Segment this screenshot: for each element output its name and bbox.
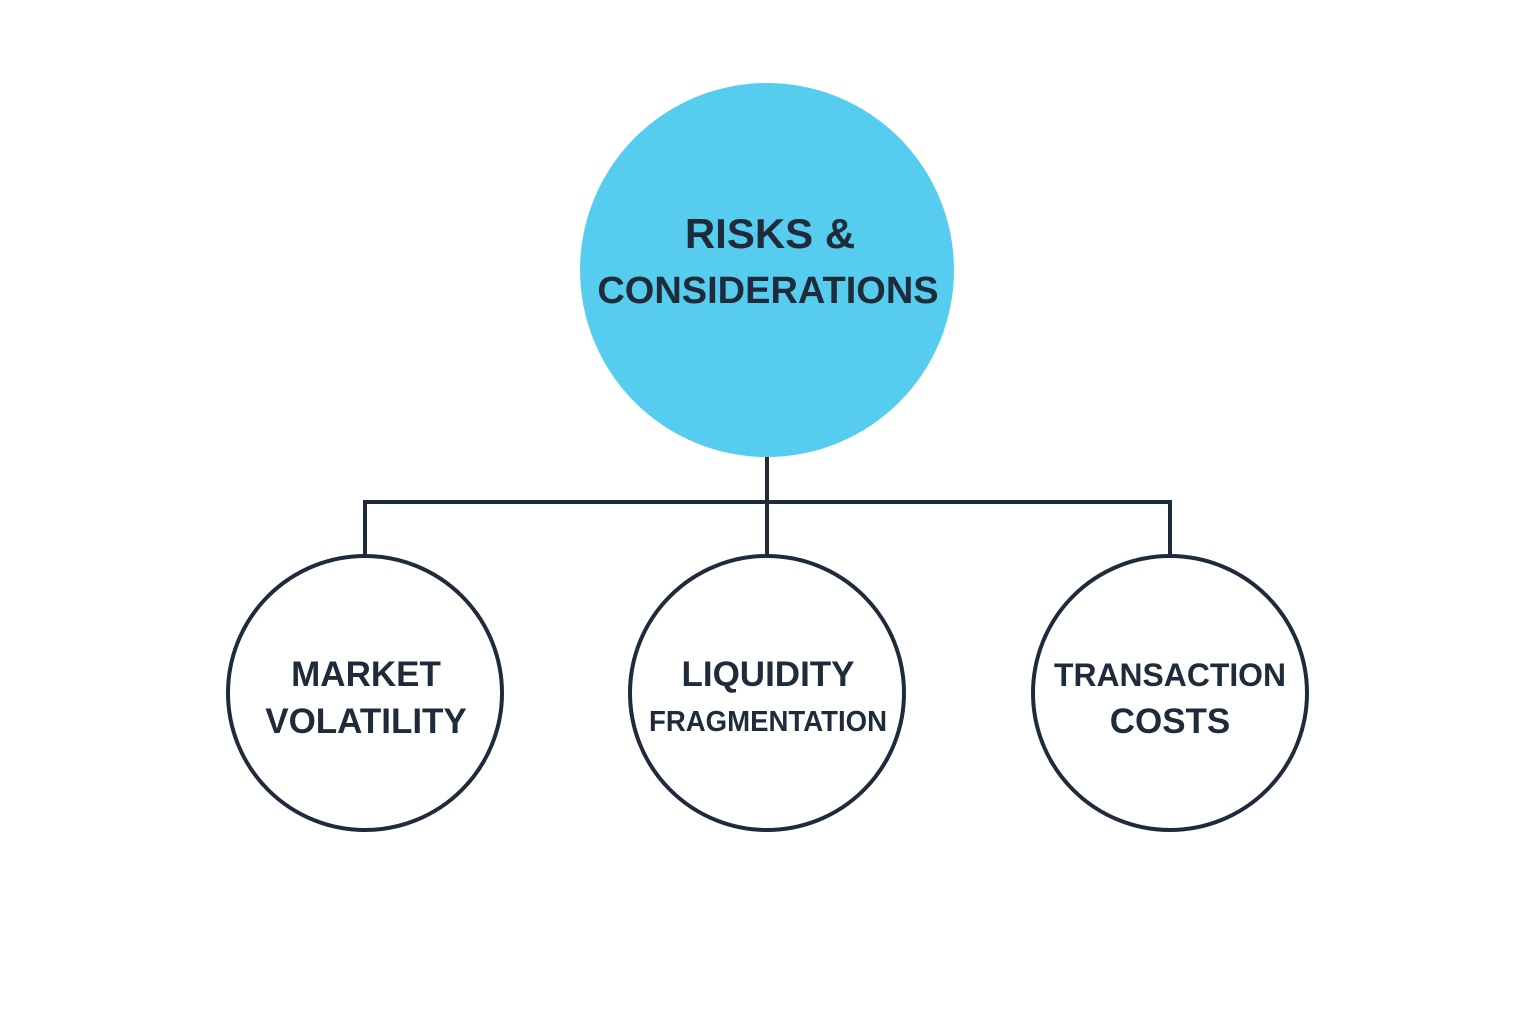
root-label-line1: RISKS & — [685, 210, 855, 257]
child-right-label-line1: TRANSACTION — [1054, 657, 1286, 693]
child-node-transaction-costs: TRANSACTION COSTS — [1031, 554, 1309, 832]
child-circle-left — [226, 554, 504, 832]
child-node-liquidity-fragmentation: LIQUIDITY FRAGMENTATION — [628, 554, 906, 832]
root-node: RISKS & CONSIDERATIONS — [580, 83, 954, 457]
child-circle-center — [628, 554, 906, 832]
child-circle-right — [1031, 554, 1309, 832]
root-circle — [580, 83, 954, 457]
child-left-label-line2: VOLATILITY — [265, 702, 467, 741]
child-center-label-line1: LIQUIDITY — [681, 655, 854, 694]
child-node-market-volatility: MARKET VOLATILITY — [226, 554, 504, 832]
connectors — [363, 453, 1172, 558]
child-left-label-line1: MARKET — [291, 655, 441, 694]
child-center-label-line2: FRAGMENTATION — [649, 706, 887, 738]
child-right-label-line2: COSTS — [1110, 702, 1231, 741]
root-label-line2: CONSIDERATIONS — [597, 270, 938, 312]
